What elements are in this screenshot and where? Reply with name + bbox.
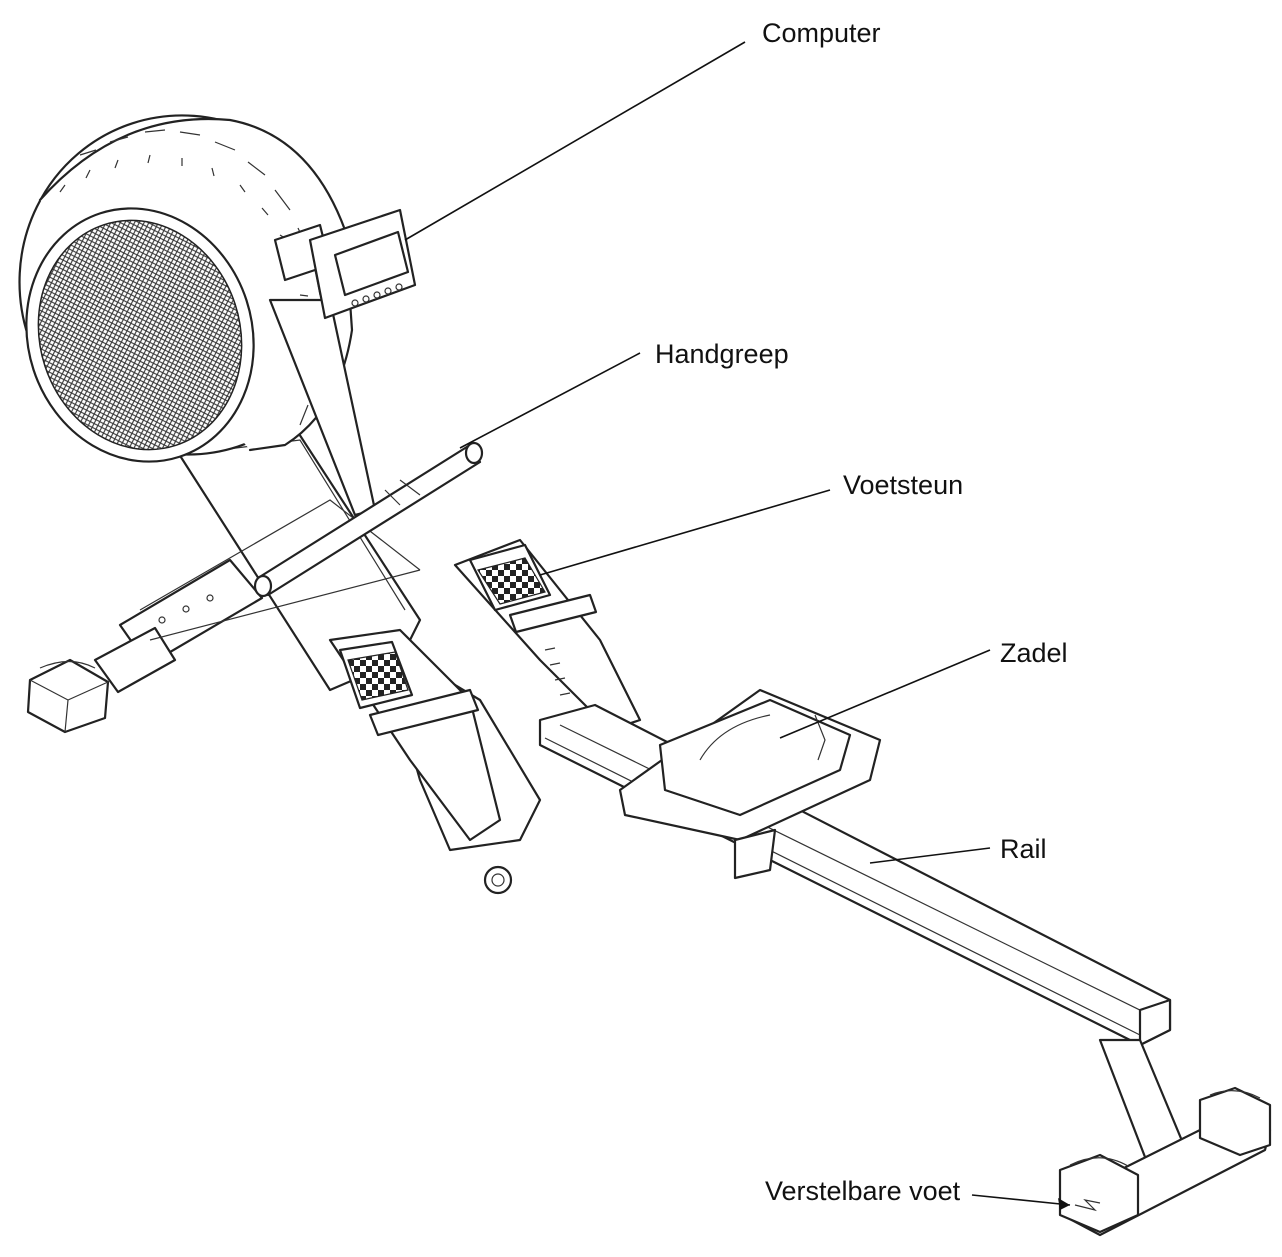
label-voetsteun: Voetsteun: [843, 470, 963, 500]
label-rail: Rail: [1000, 834, 1047, 864]
rail-leader: [869, 847, 991, 864]
handle: [253, 298, 484, 598]
label-zadel: Zadel: [1000, 638, 1068, 668]
zadel-leader: [779, 649, 991, 739]
verstelbare-voet-leader: [971, 1194, 1071, 1206]
label-verstelbare-voet: Verstelbare voet: [765, 1176, 961, 1206]
handgreep-leader: [459, 352, 641, 449]
right-footrest: [453, 538, 642, 732]
flywheel: [18, 114, 354, 463]
label-handgreep: Handgreep: [655, 339, 789, 369]
label-computer: Computer: [762, 18, 881, 48]
computer-leader: [404, 41, 746, 241]
voetsteun-leader: [539, 489, 831, 576]
computer-console: [273, 208, 417, 320]
leader-lines: [404, 41, 1071, 1210]
left-footrest: [328, 628, 513, 895]
labels: Computer Handgreep Voetsteun Zadel Rail …: [655, 18, 1068, 1206]
rear-support: [1058, 1038, 1272, 1237]
front-stabilizer: [26, 558, 264, 734]
